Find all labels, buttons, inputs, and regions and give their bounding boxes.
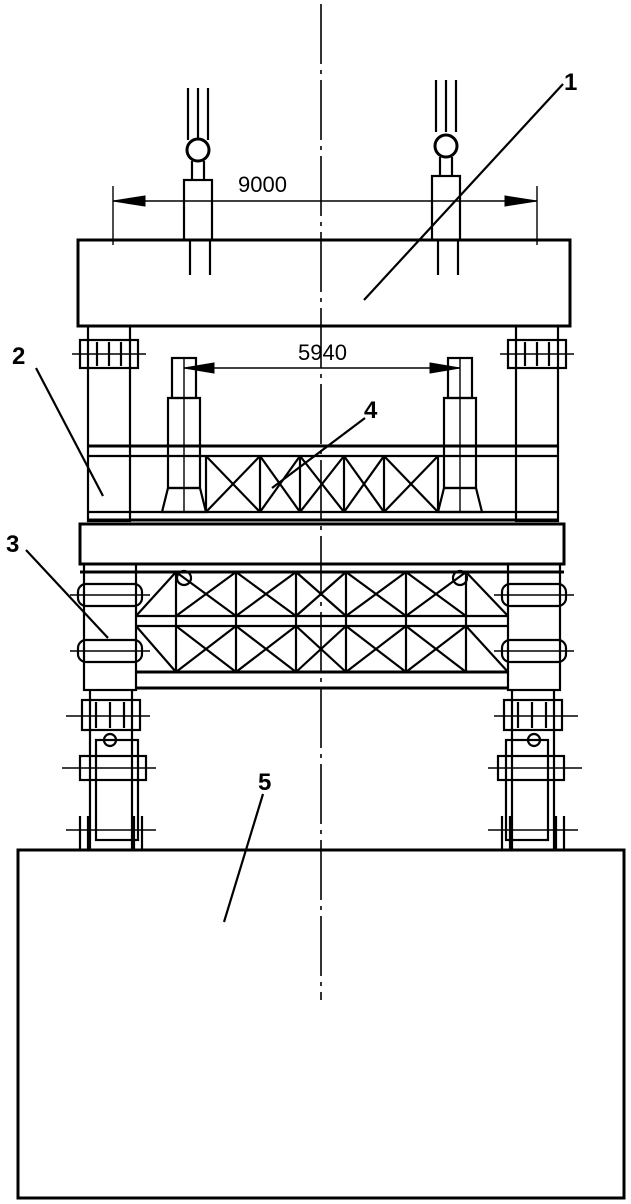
left-leg xyxy=(62,562,156,850)
middle-beam xyxy=(78,522,566,566)
dimension-label-5940: 5940 xyxy=(298,340,347,365)
dimension-label-9000: 9000 xyxy=(238,172,287,197)
leader-line-2 xyxy=(35,367,104,497)
left-hoist-cable xyxy=(182,88,214,275)
dimension-inner-span xyxy=(183,362,461,374)
right-hoist-cable xyxy=(430,80,462,275)
leader-line-4 xyxy=(271,417,366,489)
callout-3: 3 xyxy=(6,531,19,558)
top-lifting-beam xyxy=(76,238,572,328)
left-inner-post xyxy=(160,356,208,514)
leader-line-5 xyxy=(222,793,265,923)
dimension-outer-span xyxy=(112,186,538,245)
leader-line-3 xyxy=(25,549,109,639)
callout-2: 2 xyxy=(12,343,25,370)
leader-line-1 xyxy=(363,83,564,301)
lower-truss xyxy=(80,569,564,690)
right-outer-column xyxy=(500,324,574,523)
upper-truss xyxy=(88,444,558,522)
right-leg xyxy=(488,562,582,850)
base-block xyxy=(16,848,626,1200)
callout-1: 1 xyxy=(564,69,577,96)
callout-5: 5 xyxy=(258,769,271,796)
left-outer-column xyxy=(72,324,146,523)
callout-4: 4 xyxy=(364,397,378,424)
right-inner-post xyxy=(436,356,484,514)
